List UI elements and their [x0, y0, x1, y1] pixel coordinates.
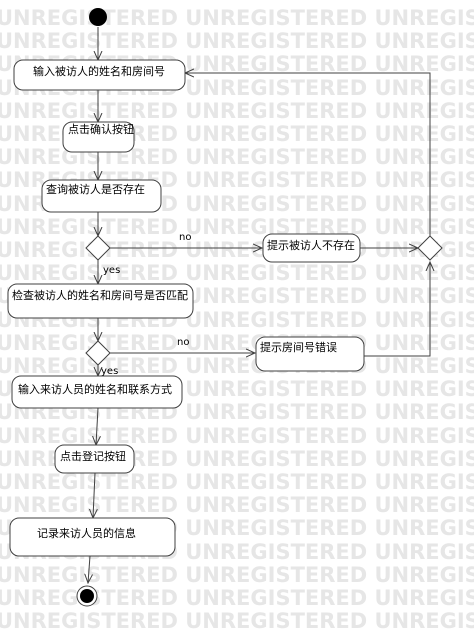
decision-node-match	[85, 340, 111, 366]
guard-yes-exists: yes	[103, 265, 120, 276]
activity-record-info: 记录来访人员的信息	[9, 517, 176, 557]
activity-query-exists: 查询被访人是否存在	[41, 179, 162, 213]
merge-node	[417, 235, 443, 261]
guard-no-exists: no	[179, 232, 191, 243]
activity-click-confirm: 点击确认按钮	[62, 121, 135, 153]
watermark-text: UNREGISTERED UNREGISTERED UNREGISTERED U…	[0, 609, 474, 634]
edge-click-register-to-record	[93, 472, 95, 518]
activity-enter-visitee: 输入被访人的姓名和房间号	[13, 59, 186, 91]
activity-record-info-label: 记录来访人员的信息	[37, 526, 136, 540]
edge-merge-to-enter-visitee	[185, 73, 431, 236]
activity-click-confirm-label: 点击确认按钮	[68, 122, 134, 136]
activity-check-match: 检查被访人的姓名和房间号是否匹配	[7, 283, 194, 319]
activity-prompt-not-exist: 提示被访人不存在	[262, 233, 361, 263]
activity-prompt-not-exist-label: 提示被访人不存在	[267, 238, 355, 252]
activity-enter-visitor: 输入来访人员的姓名和联系方式	[11, 375, 183, 409]
watermark-text: UNREGISTERED UNREGISTERED UNREGISTERED U…	[0, 354, 474, 378]
final-node	[76, 585, 98, 607]
watermark-text: UNREGISTERED UNREGISTERED UNREGISTERED U…	[0, 330, 474, 355]
activity-check-match-label: 检查被访人的姓名和房间号是否匹配	[12, 288, 188, 302]
watermark-text: UNREGISTERED UNREGISTERED UNREGISTERED U…	[0, 98, 474, 123]
watermark-text: UNREGISTERED UNREGISTERED UNREGISTERED U…	[0, 493, 474, 518]
activity-prompt-room-error: 提示房间号错误	[255, 336, 365, 372]
watermark-text: UNREGISTERED UNREGISTERED UNREGISTERED U…	[0, 6, 474, 30]
edge-record-to-end	[88, 555, 90, 583]
activity-click-register-label: 点击登记按钮	[60, 449, 126, 463]
activity-enter-visitee-label: 输入被访人的姓名和房间号	[33, 64, 165, 78]
activity-click-register: 点击登记按钮	[54, 444, 135, 474]
edges	[88, 27, 430, 583]
watermark-text: UNREGISTERED UNREGISTERED UNREGISTERED U…	[0, 470, 474, 494]
watermark-text: UNREGISTERED UNREGISTERED UNREGISTERED U…	[0, 214, 474, 239]
activity-query-exists-label: 查询被访人是否存在	[46, 182, 145, 196]
decision-node-exists	[85, 235, 111, 261]
edge-enter-visitor-to-click-register	[96, 407, 98, 445]
watermark-text: UNREGISTERED UNREGISTERED UNREGISTERED U…	[0, 29, 474, 54]
edge-prompt-room-error-to-merge	[364, 262, 430, 357]
watermark-text: UNREGISTERED UNREGISTERED UNREGISTERED U…	[0, 238, 474, 262]
watermark-text: UNREGISTERED UNREGISTERED UNREGISTERED U…	[0, 423, 474, 448]
watermark-text: UNREGISTERED UNREGISTERED UNREGISTERED U…	[0, 562, 474, 587]
watermark-text: UNREGISTERED UNREGISTERED UNREGISTERED U…	[0, 261, 474, 286]
guard-yes-match: yes	[101, 366, 118, 377]
guard-no-match: no	[177, 337, 189, 348]
initial-node	[89, 8, 107, 26]
activity-prompt-room-error-label: 提示房间号错误	[260, 340, 337, 354]
activity-enter-visitor-label: 输入来访人员的姓名和联系方式	[18, 382, 172, 396]
